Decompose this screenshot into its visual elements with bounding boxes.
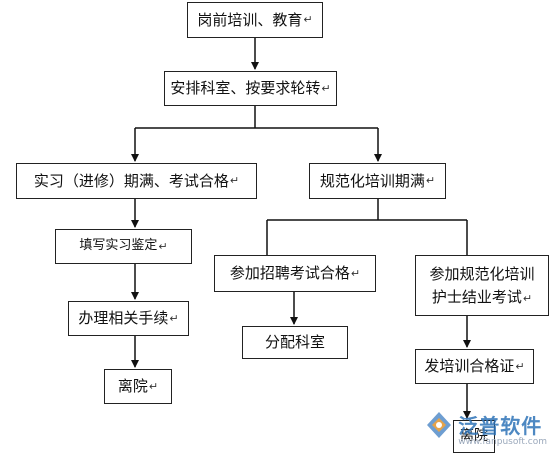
watermark: 泛普软件 www.fanpusoft.com <box>424 410 547 447</box>
node-arrange-rotation: 安排科室、按要求轮转↵ <box>164 71 337 106</box>
node-recruitment-exam: 参加招聘考试合格↵ <box>214 255 376 292</box>
node-label: 岗前培训、教育 <box>197 10 303 29</box>
node-handle-procedures: 办理相关手续↵ <box>68 301 189 336</box>
watermark-brand: 泛普软件 <box>458 414 543 438</box>
paragraph-mark-icon: ↵ <box>169 311 179 325</box>
paragraph-mark-icon: ↵ <box>158 239 168 253</box>
paragraph-mark-icon: ↵ <box>321 81 331 95</box>
watermark-url: www.fanpusoft.com <box>458 437 547 447</box>
node-standard-training-complete: 规范化培训期满↵ <box>309 163 446 199</box>
paragraph-mark-icon: ↵ <box>303 13 313 27</box>
node-assign-department: 分配科室 <box>242 326 348 359</box>
node-label: 参加招聘考试合格 <box>229 264 350 283</box>
paragraph-mark-icon: ↵ <box>148 379 159 393</box>
paragraph-mark-icon: ↵ <box>425 174 436 188</box>
paragraph-mark-icon: ↵ <box>522 291 533 305</box>
node-label: 规范化培训期满 <box>319 171 425 190</box>
node-label-line1: 参加规范化培训 <box>429 264 535 283</box>
node-leave-hospital-left: 离院↵ <box>104 369 172 404</box>
node-label-line2: 护士结业考试 <box>431 287 522 306</box>
paragraph-mark-icon: ↵ <box>229 174 240 188</box>
node-label: 填写实习鉴定 <box>79 238 158 254</box>
node-label: 离院 <box>460 427 488 444</box>
node-internship-complete: 实习（进修）期满、考试合格↵ <box>16 163 257 199</box>
node-issue-certificate: 发培训合格证↵ <box>415 349 534 384</box>
node-label: 分配科室 <box>264 333 325 352</box>
node-label: 发培训合格证 <box>424 357 515 376</box>
node-standard-training-exam: 参加规范化培训 护士结业考试↵ <box>415 255 549 316</box>
node-label: 安排科室、按要求轮转 <box>170 79 321 98</box>
paragraph-mark-icon: ↵ <box>350 266 361 280</box>
paragraph-mark-icon: ↵ <box>515 359 525 373</box>
node-fill-appraisal: 填写实习鉴定↵ <box>55 229 192 264</box>
node-label: 实习（进修）期满、考试合格 <box>33 171 229 190</box>
fanpu-logo-icon <box>427 412 452 438</box>
node-leave-hospital-right: 离院 <box>453 420 495 453</box>
node-pre-job-training: 岗前培训、教育↵ <box>187 2 323 38</box>
node-label: 离院 <box>117 377 148 396</box>
node-label: 办理相关手续 <box>78 309 169 328</box>
